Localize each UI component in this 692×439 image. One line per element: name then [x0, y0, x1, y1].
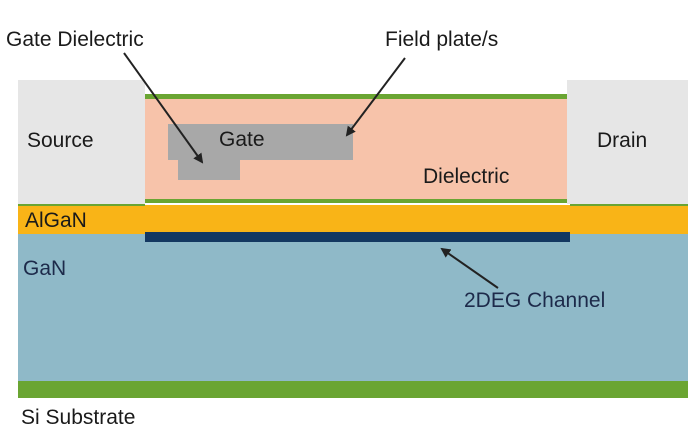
gate-dielectric-label: Gate Dielectric — [6, 28, 144, 51]
source-contact — [18, 80, 145, 204]
source-label: Source — [27, 129, 94, 152]
gan-layer — [18, 233, 688, 381]
passivation-left — [18, 203, 145, 206]
gan-label: GaN — [23, 257, 66, 280]
si-substrate-layer — [18, 380, 688, 398]
channel-label: 2DEG Channel — [464, 289, 605, 312]
algan-label: AlGaN — [25, 209, 87, 232]
dielectric-top-line — [145, 94, 567, 99]
passivation-right — [570, 203, 688, 206]
gate-label: Gate — [219, 128, 265, 151]
channel-arrow — [440, 247, 499, 289]
dielectric-bottom-line — [145, 199, 567, 203]
2deg-channel — [145, 232, 570, 242]
algan-layer — [18, 205, 688, 234]
substrate-label: Si Substrate — [21, 406, 135, 429]
drain-label: Drain — [597, 129, 647, 152]
field-plates-label: Field plate/s — [385, 28, 498, 51]
field-plate-arrow — [345, 57, 406, 137]
gate-dielectric-arrow — [123, 52, 204, 164]
dielectric-label: Dielectric — [423, 165, 509, 188]
gate-with-field-plate — [168, 124, 353, 180]
drain-contact — [567, 80, 688, 204]
